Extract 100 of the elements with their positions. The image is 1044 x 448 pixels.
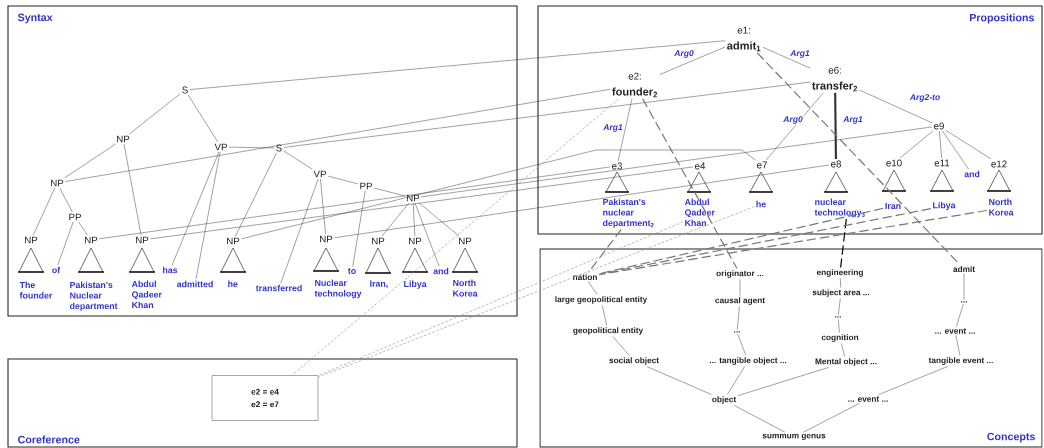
phrase-label: NP [51,179,64,187]
connector-line [150,166,694,240]
connector-line [33,187,55,236]
connector-line [739,279,741,296]
connector-line [352,190,366,267]
word-label: The founder [19,281,53,299]
word-label: he [756,200,766,208]
entity-label: e12 [991,160,1007,168]
connector-line [612,336,630,356]
edge-label: Arg1 [789,49,811,59]
phrase-label: NP [136,236,149,244]
edge-label: Arg0 [782,115,804,125]
connector-line [840,278,841,288]
concept-label: object [712,396,737,404]
predicate-label: e2: founder$_{2}$ [612,72,658,98]
connector-line [646,366,712,395]
connector-line [327,175,359,185]
connector-line [123,143,142,236]
connector-line [241,149,756,240]
connector-line [381,202,410,237]
word-label: has [163,266,178,274]
connector-line [899,130,934,159]
connector-line [802,403,860,433]
connector-line [171,151,220,266]
edge-label: Arg1 [842,115,864,125]
dashed-line [598,209,988,276]
word-label: he [228,280,238,288]
connector-line [373,187,405,197]
connector-line [963,273,965,300]
entity-label: e10 [886,159,902,167]
word-label: Iran, [370,280,388,288]
phrase-label: PP [360,182,372,190]
connector-line [737,367,829,396]
connector-line [834,92,837,159]
edge-label: Arg0 [673,49,695,59]
dashed-line [587,228,622,273]
word-label: Pakistan's nuclear department$_{2}$ [602,198,654,228]
word-label: admitted [176,280,213,288]
dashed-line [840,218,847,269]
phrase-label: NP [409,237,422,245]
word-label: Pakistan's Nuclear department [69,281,118,311]
word-label: and [964,170,980,178]
concept-label: tangible event ... [928,357,993,365]
word-label: nuclear technology$_{3}$ [814,198,865,218]
word-label: Nuclear technology [314,279,362,299]
connector-line [189,40,726,90]
word-label: North Korea [453,279,478,297]
connector-line [187,94,219,143]
concept-label: admit [953,265,975,273]
phrase-label: NP [459,237,472,245]
concept-label: subject area ... [812,289,870,297]
phrase-label: NP [227,237,240,245]
phrase-label: NP [85,236,98,244]
connector-line [228,146,275,149]
phrase-label: S [276,144,282,152]
connector-line [588,281,598,295]
concept-label: causal agent [715,297,765,305]
phrase-label: NP [117,135,130,143]
entity-label: e11 [934,159,950,167]
connector-line [841,343,845,357]
entity-label: e7 [757,161,767,169]
word-label: Abdul Qadeer Khan [684,198,715,227]
connector-line [659,46,726,75]
connector-line [956,303,964,327]
concept-label: Mental object ... [815,358,877,366]
dashed-line [318,206,755,378]
connector-line [737,333,747,356]
connector-line [945,130,992,160]
word-label: Iran [885,202,901,210]
concept-label: social object [609,357,659,365]
connector-line [78,221,88,236]
phrase-label: VP [214,143,227,151]
dashed-line [291,98,619,376]
connector-line [878,366,948,395]
connector-line [195,151,221,280]
concept-label: cognition [821,334,859,342]
connector-line [762,47,811,69]
concept-label: ... event ... [848,396,888,402]
connector-line [418,202,460,237]
dashed-line [318,221,684,376]
phrase-label: S [182,86,188,94]
word-label: Libya [404,280,427,289]
connector-line [99,166,611,240]
connector-line [859,89,933,124]
connector-line [65,88,611,182]
concept-label: geopolitical entity [573,327,644,335]
connector-line [334,164,830,238]
connector-line [280,178,319,284]
connector-line [320,178,326,235]
connector-line [737,306,740,330]
connector-line [734,405,786,433]
concept-label: summum genus [762,433,826,441]
dashed-line [756,52,961,265]
connector-line [129,93,181,135]
word-label: Libya [933,201,956,211]
predicate-label: e6: transfer$_{2}$ [812,66,858,92]
concept-label: engineering [816,269,863,277]
connector-line [727,366,745,395]
concept-label: nation [573,273,597,281]
concept-label: ... [835,316,841,318]
